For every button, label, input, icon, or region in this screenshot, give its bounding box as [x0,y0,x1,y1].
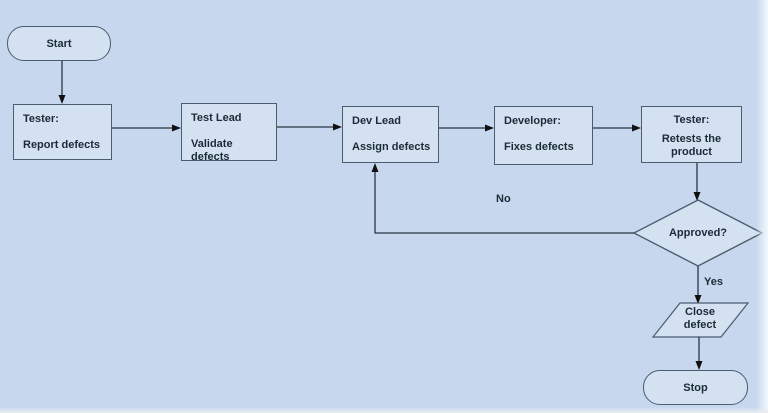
decision-label-approved: Approved? [668,227,728,239]
node-title: Tester: [23,113,59,125]
edge-label-yes: Yes [704,276,723,288]
arrowhead-assign-to-fixes [485,124,494,132]
node-title: Developer: [504,115,561,127]
start-label: Start [46,37,72,50]
arrowhead-retests-to-approved [693,192,701,201]
edge-label-no: No [496,193,511,205]
node-subtitle: Retests the product [661,133,722,158]
node-subtitle: Assign defects [352,141,431,153]
arrowhead-no-loop [371,163,379,172]
arrowhead-approved-to-close [694,295,702,304]
node-tester-retests-product: Tester: Retests the product [641,106,742,163]
node-devlead-assign-defects: Dev Lead Assign defects [342,106,439,163]
arrowhead-validate-to-assign [333,123,342,131]
node-subtitle: Validate defects [191,138,233,163]
right-edge-strip [756,0,768,413]
arrowhead-close-to-stop [695,361,703,370]
arrowhead-fixes-to-retests [632,124,641,132]
node-title: Tester: [673,114,710,126]
node-stop: Stop [643,370,748,405]
arrowhead-report-to-validate [172,124,181,132]
bottom-edge-strip [0,407,768,413]
node-tester-report-defects: Tester: Report defects [13,104,112,160]
node-title: Dev Lead [352,115,401,127]
data-label-close-defect: Close defect [683,306,717,331]
arrowhead-start-to-report [58,95,66,104]
node-subtitle: Fixes defects [504,141,574,153]
stop-label: Stop [683,381,708,394]
node-developer-fixes-defects: Developer: Fixes defects [494,106,593,165]
node-title: Test Lead [191,112,242,124]
arrow-approved-to-assign-no-loop [374,170,634,234]
data-parallelogram-close-defect [651,302,750,338]
node-start: Start [7,26,111,61]
node-testlead-validate-defects: Test Lead Validate defects [181,103,277,163]
node-subtitle: Report defects [23,139,101,151]
